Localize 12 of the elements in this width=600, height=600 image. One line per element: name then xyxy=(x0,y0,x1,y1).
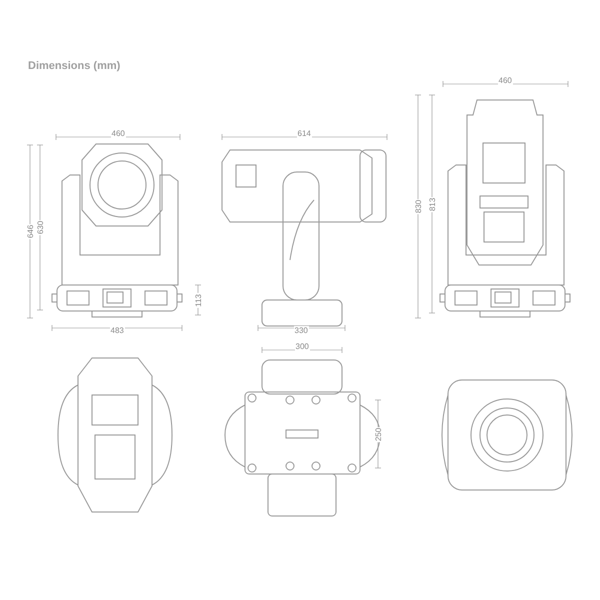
dimension-label: 813 xyxy=(428,196,437,212)
dimension-label: 300 xyxy=(294,342,310,350)
dimension-label: 483 xyxy=(110,326,125,334)
dimension-label: 646 xyxy=(26,223,35,239)
dimension-label: 830 xyxy=(414,198,423,214)
dimension-label: 460 xyxy=(110,128,126,138)
dimension-label: 614 xyxy=(296,128,312,138)
dimension-label: 460 xyxy=(498,76,513,84)
dimension-label: 250 xyxy=(374,426,383,442)
dimension-label: 630 xyxy=(36,219,45,235)
dimension-label: 113 xyxy=(193,292,202,308)
diagram-title: Dimensions (mm) xyxy=(28,60,120,72)
